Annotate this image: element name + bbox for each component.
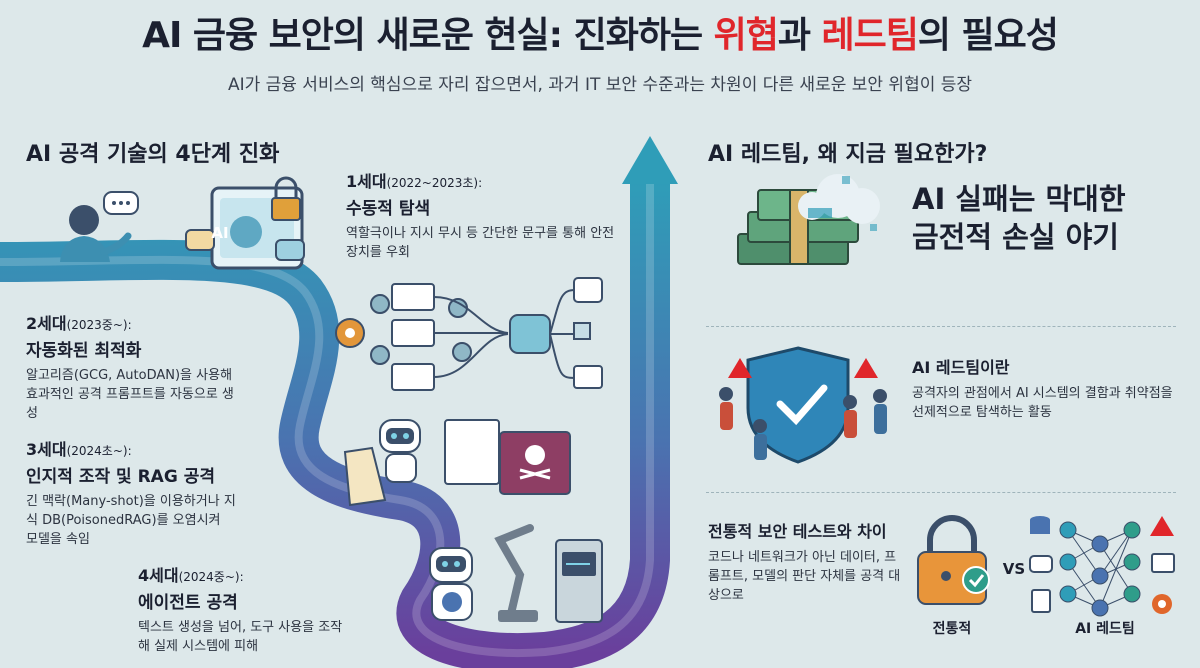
generation-1-label: 1세대(2022~2023초): (346, 172, 483, 191)
redteam-definition: AI 레드팀이란 공격자의 관점에서 AI 시스템의 결함과 취약점을 선제적으… (912, 354, 1187, 422)
diff-title: 전통적 보안 테스트와 차이 (708, 522, 887, 541)
neural-network-icon (1059, 521, 1141, 617)
generation-3-desc: 긴 맥락(Many-shot)을 이용하거나 지식 DB(PoisonedRAG… (26, 494, 236, 547)
output-icons (1150, 516, 1175, 614)
generation-1-desc: 역할극이나 지시 무시 등 간단한 문구를 통해 안전장치를 우회 (346, 226, 615, 260)
page-title: AI 금융 보안의 새로운 현실: 진화하는 위협과 레드팀의 필요성 (142, 15, 1059, 56)
generation-4-label: 4세대(2024중~): (138, 566, 244, 585)
vs-label: VS (1002, 560, 1026, 578)
diff-desc: 코드나 네트워크가 아닌 데이터, 프롬프트, 모델의 판단 자체를 공격 대상… (708, 550, 901, 603)
generation-4-desc: 텍스트 생성을 넘어, 도구 사용을 조작해 실제 시스템에 피해 (138, 620, 343, 654)
page-subtitle: AI가 금융 서비스의 핵심으로 자리 잡으면서, 과거 IT 보안 수준과는 … (227, 75, 973, 95)
generation-4-name: 에이전트 공격 (138, 593, 238, 613)
traditional-label: 전통적 (932, 621, 972, 637)
shield-team-icon (719, 346, 887, 464)
generation-2-label: 2세대(2023중~): (26, 314, 132, 333)
agent-robot-icon (429, 524, 603, 623)
traditional-diff: 전통적 보안 테스트와 차이 코드나 네트워크가 아닌 데이터, 프롬프트, 모… (708, 518, 908, 605)
generation-3: 3세대(2024초~): 인지적 조작 및 RAG 공격 긴 맥락(Many-s… (26, 436, 236, 549)
generation-1-name: 수동적 탐색 (346, 199, 431, 219)
right-heading: AI 레드팀, 왜 지금 필요한가? (708, 142, 988, 167)
generation-2-desc: 알고리즘(GCG, AutoDAN)을 사용해 효과적인 공격 프롬프트를 자동… (26, 368, 234, 421)
robot-poison-book-icon (343, 419, 571, 507)
person-icon (60, 191, 139, 262)
generation-1: 1세대(2022~2023초): 수동적 탐색 역할극이나 지시 무시 등 간단… (346, 168, 616, 262)
loss-headline: AI 실패는 막대한 금전적 손실 야기 (912, 182, 1126, 254)
redteam-desc: 공격자의 관점에서 AI 시스템의 결함과 취약점을 선제적으로 탐색하는 활동 (912, 386, 1173, 420)
divider-1 (706, 326, 1176, 327)
ai-redteam-label: AI 레드팀 (1075, 621, 1135, 637)
money-cloud-icon (737, 174, 880, 265)
divider-2 (706, 492, 1176, 493)
ai-monitor-icon (185, 176, 305, 270)
traditional-lock-icon (917, 515, 990, 605)
generation-2: 2세대(2023중~): 자동화된 최적화 알고리즘(GCG, AutoDAN)… (26, 310, 236, 423)
automation-flow-icon (335, 277, 603, 391)
generation-2-name: 자동화된 최적화 (26, 341, 142, 361)
generation-3-name: 인지적 조작 및 RAG 공격 (26, 467, 215, 487)
left-heading: AI 공격 기술의 4단계 진화 (26, 142, 280, 167)
generation-3-label: 3세대(2024초~): (26, 440, 132, 459)
redteam-title: AI 레드팀이란 (912, 358, 1010, 377)
path-arrow-head (622, 136, 678, 184)
ai-badge: AI (211, 224, 229, 242)
evolution-path (0, 136, 678, 668)
generation-4: 4세대(2024중~): 에이전트 공격 텍스트 생성을 넘어, 도구 사용을 … (138, 562, 348, 656)
input-icons (1029, 516, 1053, 613)
